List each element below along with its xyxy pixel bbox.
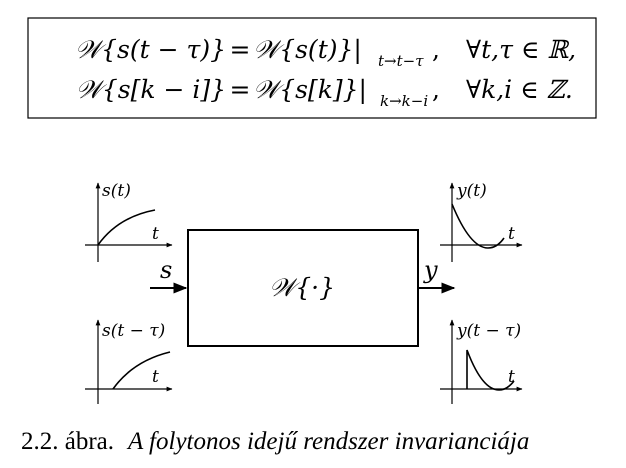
input-label: s (160, 256, 172, 284)
eq2-rhs: 𝒲{s[k]}| (253, 75, 367, 105)
eq1-condition: ∀t,τ ∈ ℝ, (466, 35, 576, 64)
eq2-condition: ∀k,i ∈ ℤ. (466, 75, 573, 104)
plot-output-axis-label: t (508, 224, 515, 244)
plot-input-shifted: s(t − τ) t (85, 319, 173, 404)
equation-box (27, 17, 597, 119)
eq1-lhs: 𝒲{s(t − τ)} (75, 35, 226, 64)
caption-text: A folytonos idejű rendszer invarianciája (126, 428, 529, 455)
plot-input-curve (97, 209, 156, 246)
plot-output-shifted-curve (466, 349, 515, 391)
figure-caption: 2.2. ábra. A folytonos idejű rendszer in… (21, 426, 529, 455)
eq1-subscript: t→t−τ (378, 52, 424, 70)
plot-input: s(t) t (85, 181, 173, 262)
eq1-comma: , (432, 35, 440, 64)
eq2-subscript: k→k−i (380, 92, 428, 110)
eq2-comma: , (432, 75, 440, 104)
plot-input-shifted-axis-label: t (152, 367, 159, 387)
system-label: 𝒲{·} (269, 273, 335, 302)
plot-input-title: s(t) (102, 181, 131, 201)
plot-output-shifted: y(t − τ) t (440, 319, 523, 404)
eq2-lhs: 𝒲{s[k − i]} (76, 75, 226, 104)
plot-output-title: y(t) (456, 181, 487, 201)
eq1-equals: = (230, 35, 251, 64)
eq2-equals: = (230, 75, 251, 104)
output-label: y (423, 256, 438, 284)
plot-input-axis-label: t (152, 224, 159, 244)
plot-output-shifted-title: y(t − τ) (456, 321, 521, 341)
plot-output-curve (451, 203, 505, 249)
plot-input-shifted-title: s(t − τ) (102, 321, 165, 341)
plot-input-shifted-curve (112, 351, 171, 390)
caption-number: 2.2. ábra. (21, 428, 114, 455)
plot-output-shifted-axis-label: t (508, 367, 515, 387)
eq1-rhs: 𝒲{s(t)}| (253, 35, 362, 65)
plot-output: y(t) t (440, 181, 523, 262)
